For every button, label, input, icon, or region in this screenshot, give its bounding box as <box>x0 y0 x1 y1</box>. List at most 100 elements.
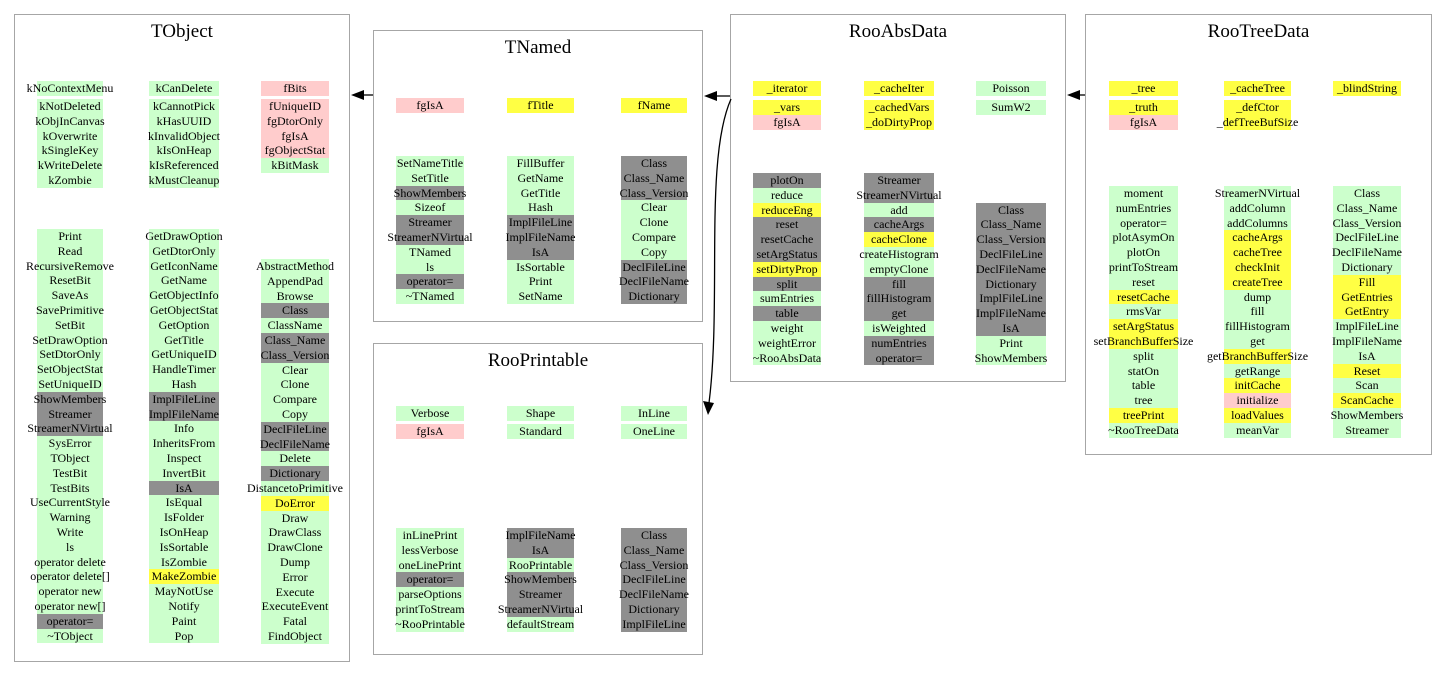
member-cell[interactable]: isWeighted <box>864 320 934 336</box>
member-cell[interactable]: Class_Version <box>1332 215 1402 231</box>
member-cell[interactable]: SetDrawOption <box>32 332 108 348</box>
member-cell[interactable]: StreamerNVirtual <box>856 187 942 203</box>
member-cell[interactable]: kMustCleanup <box>148 172 220 188</box>
member-cell[interactable]: _truth <box>1109 100 1178 115</box>
member-cell[interactable]: ClassName <box>261 318 329 333</box>
member-cell[interactable]: kNotDeleted <box>37 99 103 114</box>
member-cell[interactable]: Class <box>976 202 1046 218</box>
member-cell[interactable]: _vars <box>753 100 821 115</box>
member-cell[interactable]: meanVar <box>1224 422 1291 438</box>
member-cell[interactable]: dump <box>1224 289 1291 305</box>
member-cell[interactable]: emptyClone <box>864 261 934 277</box>
member-cell[interactable]: SaveAs <box>37 288 103 303</box>
member-cell[interactable]: Class_Version <box>619 185 689 201</box>
member-cell[interactable]: kObjInCanvas <box>35 113 105 129</box>
member-cell[interactable]: ScanCache <box>1333 393 1401 408</box>
member-cell[interactable]: Class_Version <box>260 347 330 363</box>
member-cell[interactable]: Read <box>37 243 103 259</box>
member-cell[interactable]: DeclFileLine <box>261 421 329 437</box>
member-cell[interactable]: GetEntries <box>1333 289 1401 305</box>
member-cell[interactable]: DeclFileName <box>619 274 689 290</box>
member-cell[interactable]: Clone <box>261 377 329 393</box>
member-cell[interactable]: _defCtor <box>1224 100 1291 115</box>
member-cell[interactable]: cacheArgs <box>1224 230 1291 246</box>
member-cell[interactable]: StreamerNVirtual <box>1214 186 1301 201</box>
member-cell[interactable]: StreamerNVirtual <box>497 601 584 617</box>
member-cell[interactable]: ImplFileLine <box>976 291 1046 307</box>
member-cell[interactable]: fillHistogram <box>864 291 934 307</box>
member-cell[interactable]: StreamerNVirtual <box>387 229 473 245</box>
member-cell[interactable]: kOverwrite <box>37 128 103 144</box>
member-cell[interactable]: Hash <box>507 200 574 216</box>
member-cell[interactable]: IsSortable <box>507 259 574 275</box>
class-title[interactable]: RooTreeData <box>1207 21 1310 42</box>
member-cell[interactable]: Fill <box>1333 274 1401 290</box>
member-cell[interactable]: Dictionary <box>1333 259 1401 275</box>
member-cell[interactable]: Standard <box>507 424 574 439</box>
member-cell[interactable]: ShowMembers <box>504 572 577 588</box>
member-cell[interactable]: HandleTimer <box>149 362 219 377</box>
member-cell[interactable]: Delete <box>261 451 329 467</box>
member-cell[interactable]: Streamer <box>864 173 934 188</box>
member-cell[interactable]: Class <box>621 528 687 543</box>
member-cell[interactable]: kIsOnHeap <box>149 143 219 159</box>
member-cell[interactable]: _doDirtyProp <box>864 114 934 130</box>
member-cell[interactable]: add <box>864 202 934 218</box>
member-cell[interactable]: Streamer <box>396 215 464 230</box>
member-cell[interactable]: ImplFileName <box>505 229 576 245</box>
member-cell[interactable]: Class_Version <box>619 557 689 573</box>
member-cell[interactable]: cacheTree <box>1224 245 1291 260</box>
member-cell[interactable]: kInvalidObject <box>148 128 220 144</box>
member-cell[interactable]: treePrint <box>1109 407 1178 423</box>
member-cell[interactable]: operator delete <box>34 554 106 570</box>
member-cell[interactable]: fgDtorOnly <box>261 113 329 129</box>
member-cell[interactable]: IsA <box>507 244 574 260</box>
member-cell[interactable]: setArgStatus <box>753 246 821 262</box>
member-cell[interactable]: printToStream <box>395 601 465 617</box>
member-cell[interactable]: printToStream <box>1108 259 1179 275</box>
member-cell[interactable]: reduceEng <box>753 202 821 218</box>
member-cell[interactable]: operator delete[] <box>30 569 110 585</box>
member-cell[interactable]: Fatal <box>261 614 329 629</box>
member-cell[interactable]: Execute <box>261 584 329 600</box>
member-cell[interactable]: GetObjectStat <box>149 302 219 318</box>
member-cell[interactable]: Pop <box>149 628 219 644</box>
member-cell[interactable]: resetCache <box>1109 289 1178 305</box>
member-cell[interactable]: Print <box>976 335 1046 351</box>
member-cell[interactable]: Compare <box>261 392 329 407</box>
member-cell[interactable]: ExecuteEvent <box>261 599 329 615</box>
member-cell[interactable]: IsA <box>149 480 219 496</box>
member-cell[interactable]: Class <box>621 156 687 171</box>
member-cell[interactable]: GetName <box>507 170 574 186</box>
member-cell[interactable]: Class_Name <box>261 332 329 348</box>
member-cell[interactable]: GetObjectInfo <box>149 288 219 303</box>
member-cell[interactable]: ImplFileName <box>149 406 219 422</box>
member-cell[interactable]: Clear <box>261 362 329 378</box>
member-cell[interactable]: DrawClass <box>261 525 329 541</box>
member-cell[interactable]: GetOption <box>149 317 219 333</box>
member-cell[interactable]: getRange <box>1224 363 1291 379</box>
member-cell[interactable]: ImplFileLine <box>149 391 219 407</box>
member-cell[interactable]: TestBit <box>37 465 103 481</box>
member-cell[interactable]: kZombie <box>37 172 103 188</box>
member-cell[interactable]: Browse <box>261 288 329 304</box>
member-cell[interactable]: Class <box>261 303 329 319</box>
member-cell[interactable]: _cacheIter <box>864 81 934 96</box>
member-cell[interactable]: SavePrimitive <box>36 302 104 318</box>
member-cell[interactable]: IsOnHeap <box>149 524 219 540</box>
member-cell[interactable]: IsZombie <box>149 554 219 570</box>
member-cell[interactable]: Inspect <box>149 450 219 466</box>
member-cell[interactable]: IsA <box>976 320 1046 336</box>
member-cell[interactable]: OneLine <box>621 424 687 439</box>
member-cell[interactable]: StreamerNVirtual <box>27 421 113 437</box>
member-cell[interactable]: Class <box>1333 186 1401 201</box>
member-cell[interactable]: InheritsFrom <box>149 436 219 451</box>
member-cell[interactable]: Clone <box>621 215 687 230</box>
member-cell[interactable]: fTitle <box>507 98 574 113</box>
member-cell[interactable]: Clear <box>621 200 687 216</box>
member-cell[interactable]: kCanDelete <box>149 81 219 96</box>
member-cell[interactable]: TestBits <box>37 480 103 496</box>
member-cell[interactable]: fName <box>621 98 687 113</box>
member-cell[interactable]: operator new <box>37 584 103 599</box>
member-cell[interactable]: Notify <box>149 598 219 614</box>
